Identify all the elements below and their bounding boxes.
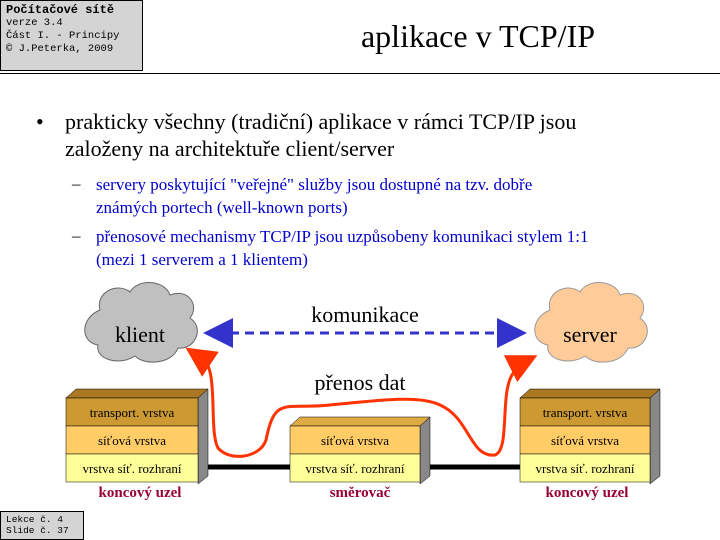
sub-bullet-2: přenosové mechanismy TCP/IP jsou uzpůsob… — [96, 225, 696, 271]
part-text: Část I. - Principy — [6, 30, 120, 42]
slide-title: aplikace v TCP/IP — [146, 0, 720, 72]
slide-footer-box: Lekce č. 4 Slide č. 37 — [0, 511, 84, 540]
server-label: server — [563, 322, 617, 347]
sub-bullet-2-line2: (mezi 1 serverem a 1 klientem) — [96, 250, 308, 269]
left-network-layer — [65, 425, 199, 455]
left-node-stack: transport. vrstva síťová vrstva vrstva s… — [65, 388, 209, 485]
lecture-number: Lekce č. 4 — [6, 514, 64, 525]
sub-bullet-1: servery poskytující "veřejné" služby jso… — [96, 173, 696, 219]
version-text: verze 3.4 — [6, 17, 63, 29]
main-bullet: prakticky všechny (tradiční) aplikace v … — [65, 108, 685, 162]
router-link-layer — [289, 453, 421, 483]
slide-number: Slide č. 37 — [6, 525, 69, 536]
transfer-label: přenos dat — [314, 370, 405, 395]
server-cloud: server — [534, 282, 648, 363]
router-link-label: vrstva síť. rozhraní — [305, 461, 404, 476]
client-label: klient — [115, 322, 165, 347]
course-info-box: Počítačové sítě verze 3.4 Část I. - Prin… — [0, 0, 143, 71]
communication-label: komunikace — [311, 302, 419, 327]
sub-bullet-1-line1: servery poskytující "veřejné" služby jso… — [96, 175, 533, 194]
main-bullet-line1: prakticky všechny (tradiční) aplikace v … — [65, 109, 577, 134]
slide-header: Počítačové sítě verze 3.4 Část I. - Prin… — [0, 0, 720, 74]
sub-bullet-1-line2: známých portech (well-known ports) — [96, 198, 348, 217]
left-end-node-label: koncový uzel — [99, 485, 182, 501]
router-label: směrovač — [330, 485, 391, 501]
left-network-label: síťová vrstva — [98, 433, 166, 448]
course-name: Počítačové sítě — [6, 3, 115, 17]
right-node-stack: transport. vrstva síťová vrstva vrstva s… — [519, 388, 661, 485]
right-transport-layer — [519, 397, 651, 427]
left-transport-label: transport. vrstva — [90, 405, 175, 420]
right-network-layer — [519, 425, 651, 455]
right-link-label: vrstva síť. rozhraní — [535, 461, 634, 476]
left-link-label: vrstva síť. rozhraní — [82, 461, 181, 476]
router-network-layer — [289, 425, 421, 455]
router-stack: síťová vrstva vrstva síť. rozhraní — [289, 416, 431, 485]
left-link-layer — [65, 453, 199, 483]
main-bullet-line2: založeny na architektuře client/server — [65, 136, 395, 161]
sub-bullet-dash: – — [72, 174, 81, 193]
sub-bullet-dash: – — [72, 226, 81, 245]
client-cloud: klient — [84, 282, 198, 363]
slide-title-text: aplikace v TCP/IP — [360, 17, 596, 54]
router-network-label: síťová vrstva — [321, 433, 389, 448]
right-link-layer — [519, 453, 651, 483]
right-end-node-label: koncový uzel — [546, 485, 629, 501]
right-network-label: síťová vrstva — [551, 433, 619, 448]
data-path — [199, 355, 538, 458]
left-transport-layer — [65, 397, 199, 427]
sub-bullet-2-line1: přenosové mechanismy TCP/IP jsou uzpůsob… — [96, 227, 589, 246]
right-transport-label: transport. vrstva — [543, 405, 628, 420]
bullet-dot: • — [36, 109, 44, 134]
copyright-text: © J.Peterka, 2009 — [6, 43, 114, 55]
data-path-start-arrow — [185, 347, 219, 377]
